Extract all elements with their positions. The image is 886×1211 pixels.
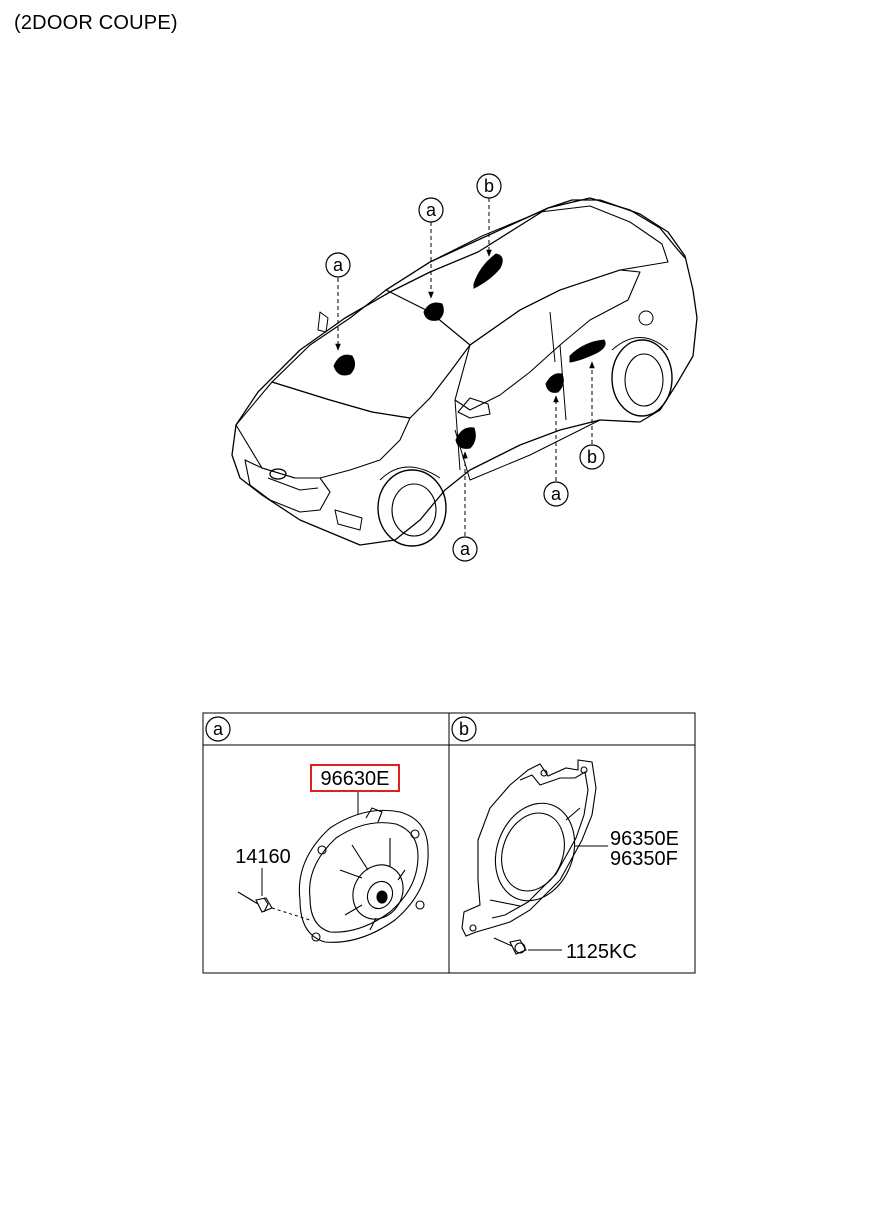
bolt-1125kc-drawing	[493, 937, 527, 955]
speaker-locations	[333, 253, 606, 449]
detail-table	[202, 712, 696, 974]
callout-a-1: a	[325, 252, 351, 278]
part-number-1125kc[interactable]: 1125KC	[566, 941, 637, 963]
car-illustration	[231, 197, 698, 547]
speaker-spot-rear-right-tweeter	[473, 253, 503, 289]
part-number-96630e[interactable]: 96630E	[321, 768, 390, 790]
svg-text:a: a	[551, 484, 562, 504]
part-number-96350f[interactable]: 96350F	[610, 848, 678, 870]
speaker-spot-rear-quarter	[569, 339, 606, 363]
speaker-96350-drawing	[461, 759, 597, 937]
svg-text:a: a	[426, 200, 437, 220]
callout-a-4: a	[543, 481, 569, 507]
speaker-spot-front-right	[423, 302, 444, 321]
screw-14160-dashed	[271, 907, 311, 921]
speaker-spot-door-rear	[545, 373, 564, 393]
svg-text:b: b	[587, 447, 597, 467]
svg-text:a: a	[213, 719, 224, 739]
speaker-96630e-drawing	[298, 807, 429, 943]
speaker-spot-door-front	[455, 427, 476, 449]
callout-leaders	[335, 198, 595, 536]
part-number-96350e[interactable]: 96350E	[610, 828, 679, 850]
svg-text:a: a	[460, 539, 471, 559]
screw-14160-drawing	[237, 891, 273, 913]
callout-b-2: b	[579, 444, 605, 470]
panel-a-header: a	[205, 716, 231, 742]
callout-a-3: a	[452, 536, 478, 562]
svg-text:a: a	[333, 255, 344, 275]
speaker-spot-front-left	[333, 354, 356, 376]
callout-b-1: b	[476, 173, 502, 199]
callout-a-2: a	[418, 197, 444, 223]
svg-text:b: b	[484, 176, 494, 196]
part-number-14160[interactable]: 14160	[235, 846, 291, 868]
part-highlight-box	[310, 764, 400, 792]
panel-b-header: b	[451, 716, 477, 742]
diagram-title: (2DOOR COUPE)	[14, 12, 178, 34]
svg-text:b: b	[459, 719, 469, 739]
